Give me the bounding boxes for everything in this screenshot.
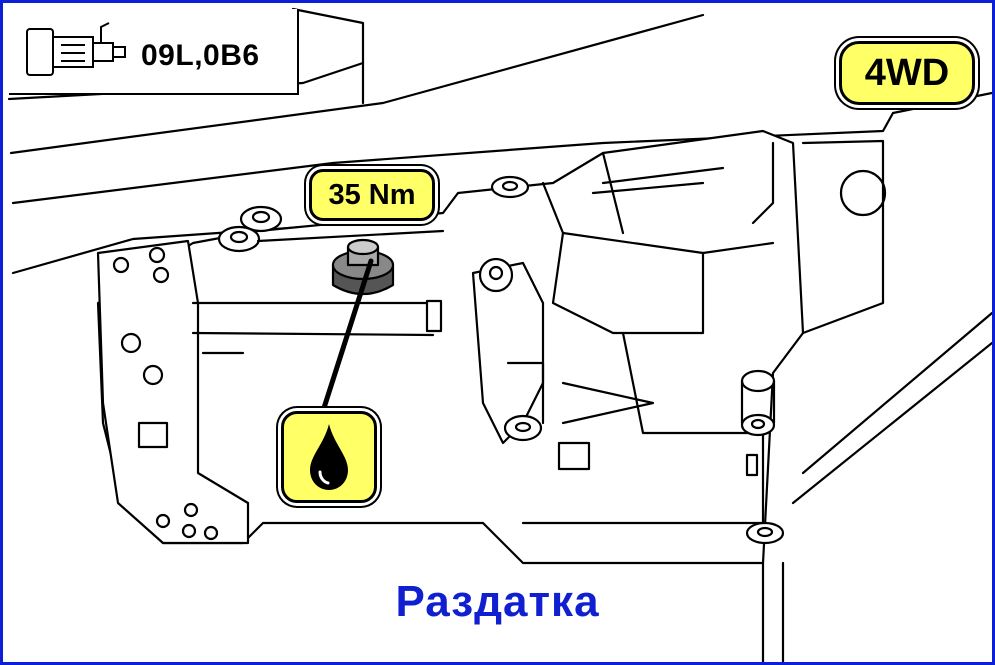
- torque-badge: 35 Nm: [309, 169, 435, 221]
- right-bracket: [471, 261, 545, 445]
- pointer-line: [320, 258, 374, 414]
- oil-indicator: [281, 411, 377, 503]
- caption-transfer-case: Раздатка: [395, 577, 600, 626]
- transfer-case-illustration: [7, 7, 992, 662]
- oil-drop-icon: [310, 424, 348, 490]
- gearbox-icon: [26, 22, 126, 76]
- left-flange: [96, 239, 250, 545]
- transmission-code: 09L,0B6: [141, 39, 260, 72]
- transmission-code-box: 09L,0B6: [9, 9, 299, 95]
- underbody-line: [9, 13, 705, 155]
- drive-type-badge: 4WD: [839, 41, 975, 105]
- output-shaft: [191, 301, 435, 355]
